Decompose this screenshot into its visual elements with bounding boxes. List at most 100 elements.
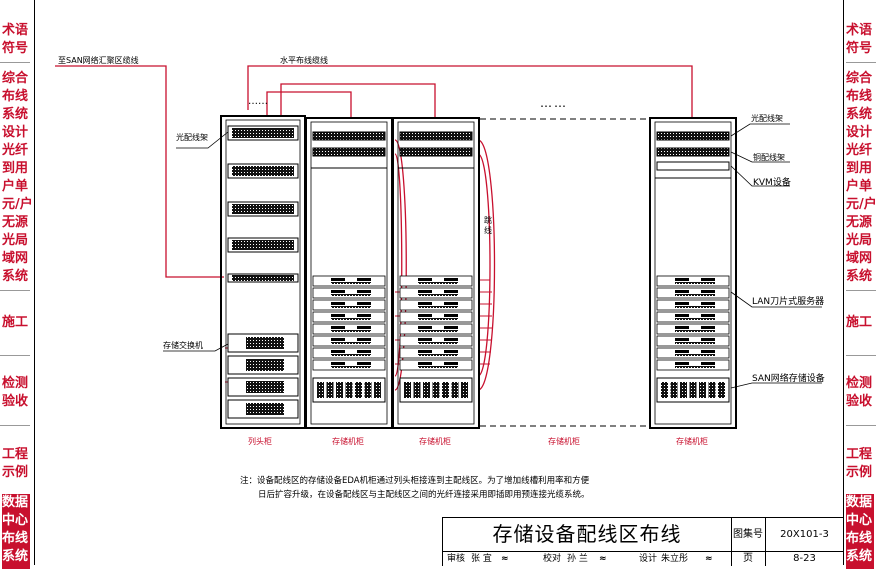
- blade-server: [656, 299, 730, 311]
- blade-server-led: [675, 282, 715, 284]
- blade-server-port: [675, 338, 689, 341]
- blade-server-port: [675, 326, 689, 329]
- san-storage-disk: [451, 382, 459, 398]
- nav-item-construction[interactable]: 施工: [2, 315, 29, 330]
- check-label: 校对: [543, 554, 562, 564]
- blade-server-port: [357, 278, 371, 281]
- blade-server: [312, 335, 386, 347]
- san-storage-disk: [404, 382, 411, 398]
- nav-item-datacenter[interactable]: 数据 中心 布线 系统: [2, 494, 30, 569]
- horizontal-cable-inner-1: [266, 91, 352, 117]
- blade-server-port: [418, 302, 432, 305]
- blade-server-led: [331, 318, 371, 320]
- blade-server-led: [675, 318, 715, 320]
- blade-server-port: [418, 314, 432, 317]
- label-fiber-patch-right: 光配线架: [751, 114, 783, 123]
- san-storage-disk: [336, 382, 343, 398]
- jumper-loop: [477, 139, 496, 391]
- blade-server-led: [675, 366, 715, 368]
- nav-item-cabling-design[interactable]: 综合 布线 系统 设计: [2, 71, 29, 140]
- checker-name: 孙 兰: [567, 554, 588, 564]
- blade-server-port: [675, 362, 689, 365]
- label-kvm: KVM设备: [753, 178, 791, 188]
- cabinet-label: 存储机柜: [676, 437, 708, 446]
- nav-divider: [0, 290, 30, 291]
- label-san-cable: 至SAN网络汇聚区缆线: [58, 56, 139, 65]
- blade-server: [312, 311, 386, 323]
- blade-server-port: [444, 350, 458, 353]
- blade-server: [399, 323, 473, 335]
- blade-server-port: [701, 302, 715, 305]
- drawing-frame: [34, 0, 844, 565]
- blade-server-port: [331, 290, 345, 293]
- blade-server: [399, 359, 473, 371]
- blade-server-led: [331, 366, 371, 368]
- nav-item-examples[interactable]: 工程 示例: [846, 447, 873, 480]
- label-fiber-patch-left: 光配线架: [176, 133, 208, 142]
- blade-server-led: [418, 318, 458, 320]
- review-label: 审核: [447, 554, 466, 564]
- nav-item-examples[interactable]: 工程 示例: [2, 447, 29, 480]
- blade-server-port: [701, 362, 715, 365]
- blade-server: [656, 287, 730, 299]
- blade-server-led: [675, 294, 715, 296]
- nav-item-inspection[interactable]: 检测 验收: [846, 376, 873, 409]
- note-line-1: 注：设备配线区的存储设备EDA机柜通过列头柜接连到主配线区。为了增加线槽利用率和…: [240, 476, 590, 486]
- san-storage-disk: [317, 382, 324, 398]
- blade-server-led: [331, 306, 371, 308]
- label-copper-patch: 铜配线架: [753, 153, 785, 162]
- nav-item-terms[interactable]: 术语 符号: [846, 23, 873, 56]
- blade-server: [312, 323, 386, 335]
- nav-item-fttx[interactable]: 光纤 到用 户单 元/户: [846, 143, 876, 212]
- blade-server-port: [331, 326, 345, 329]
- nav-item-datacenter[interactable]: 数据 中心 布线 系统: [846, 494, 874, 569]
- nav-item-terms[interactable]: 术语 符号: [2, 23, 29, 56]
- nav-item-pon[interactable]: 无源 光局 域网 系统: [2, 215, 29, 284]
- blade-server-port: [675, 290, 689, 293]
- signature-row: 审核 张 宜 ≈ 校对 孙 兰 ≈ 设计 朱立彤 ≈: [443, 552, 732, 566]
- blade-server: [656, 347, 730, 359]
- blade-server-port: [357, 350, 371, 353]
- server-rows: [312, 275, 730, 403]
- drawing-title: 存储设备配线区布线: [443, 518, 732, 552]
- blade-server-port: [357, 338, 371, 341]
- blade-server-port: [675, 278, 689, 281]
- blade-server: [656, 359, 730, 371]
- san-storage-disk: [374, 382, 381, 398]
- blade-server: [656, 275, 730, 287]
- blade-server-port: [701, 350, 715, 353]
- blade-server-led: [418, 294, 458, 296]
- jumper-loop: [477, 153, 491, 377]
- atlas-label: 图集号: [731, 518, 766, 552]
- san-storage-disk: [661, 382, 668, 398]
- blade-server-led: [331, 354, 371, 356]
- blade-server-port: [444, 278, 458, 281]
- note-line-2: 日后扩容升级，在设备配线区与主配线区之间的光纤连接采用即插即用预连接光缆系统。: [258, 490, 590, 500]
- horizontal-cable-outer: [247, 65, 693, 117]
- reviewer-name: 张 宜: [471, 554, 492, 564]
- nav-item-inspection[interactable]: 检测 验收: [2, 376, 29, 409]
- blade-server: [312, 359, 386, 371]
- blade-server-port: [701, 314, 715, 317]
- blade-server-port: [418, 338, 432, 341]
- blade-server-port: [675, 350, 689, 353]
- nav-item-construction[interactable]: 施工: [846, 315, 873, 330]
- horizontal-cable-inner-2: [280, 83, 436, 117]
- blade-server-led: [418, 330, 458, 332]
- left-nav: 术语 符号 综合 布线 系统 设计 光纤 到用 户单 元/户 无源 光局 域网 …: [0, 0, 33, 569]
- blade-server-port: [331, 350, 345, 353]
- blade-server-port: [357, 326, 371, 329]
- blade-server: [399, 311, 473, 323]
- blade-server-led: [331, 342, 371, 344]
- cabinet-label: 存储机柜: [332, 437, 364, 446]
- nav-item-fttx[interactable]: 光纤 到用 户单 元/户: [2, 143, 33, 212]
- nav-item-cabling-design[interactable]: 综合 布线 系统 设计: [846, 71, 873, 140]
- blade-server: [399, 335, 473, 347]
- blade-server-led: [418, 366, 458, 368]
- nav-divider: [846, 355, 876, 356]
- blade-server-port: [331, 314, 345, 317]
- reviewer-signature: ≈: [501, 554, 509, 564]
- nav-item-pon[interactable]: 无源 光局 域网 系统: [846, 215, 873, 284]
- blade-server-port: [675, 314, 689, 317]
- cabinet-label: 存储机柜: [548, 437, 580, 446]
